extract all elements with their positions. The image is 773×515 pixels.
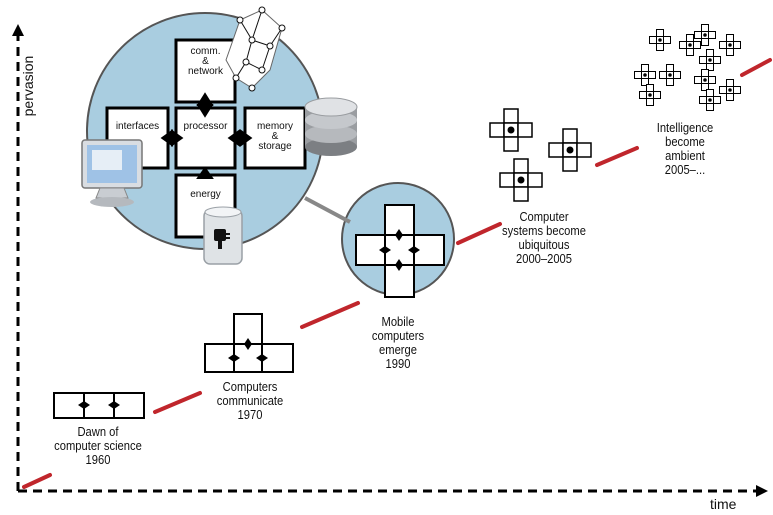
stage-2005-icons xyxy=(634,24,741,111)
mini-computer-icon xyxy=(649,29,671,51)
battery-icon xyxy=(203,206,243,265)
processor-label: processor xyxy=(183,121,228,132)
mini-computer-icon xyxy=(548,128,592,172)
y-axis-label: pervasion xyxy=(20,55,36,117)
stage-2000-label: Computer systems become ubiquitous 2000–… xyxy=(502,209,586,266)
y-axis-arrowhead xyxy=(12,24,24,36)
mini-computer-icon xyxy=(719,34,741,56)
stage-1970-label: Computers communicate 1970 xyxy=(216,379,284,422)
stage-2000-icons xyxy=(489,108,592,202)
trend-line xyxy=(22,58,772,489)
memory-storage-label: memory & storage xyxy=(256,121,294,152)
mini-computer-icon xyxy=(694,69,716,91)
mini-computer-icon xyxy=(499,158,543,202)
database-icon xyxy=(304,97,358,156)
stage-2005-label: Intelligence become ambient 2005–... xyxy=(656,120,714,177)
mini-computer-icon xyxy=(694,24,716,46)
mini-computer-icon xyxy=(639,84,661,106)
x-axis-arrowhead xyxy=(756,485,768,497)
mini-computer-icon xyxy=(699,49,721,71)
network-icon xyxy=(225,6,286,92)
mini-computer-icon xyxy=(719,79,741,101)
monitor-icon xyxy=(81,139,143,207)
stage-1990-label: Mobile computers emerge 1990 xyxy=(371,314,425,371)
stage-1960-label: Dawn of computer science 1960 xyxy=(54,424,142,467)
mini-computer-icon xyxy=(489,108,533,152)
mini-computer-icon xyxy=(634,64,656,86)
comm-network-label: comm. & network xyxy=(187,46,223,77)
x-axis-label: time xyxy=(710,496,737,512)
mini-computer-icon xyxy=(679,34,701,56)
mini-computer-icon xyxy=(699,89,721,111)
interfaces-label: interfaces xyxy=(115,121,160,132)
block-connectors xyxy=(160,92,253,179)
mini-computer-icon xyxy=(659,64,681,86)
energy-label: energy xyxy=(190,189,221,200)
stage-1960-icon xyxy=(53,392,145,419)
zoom-connector xyxy=(304,196,351,224)
